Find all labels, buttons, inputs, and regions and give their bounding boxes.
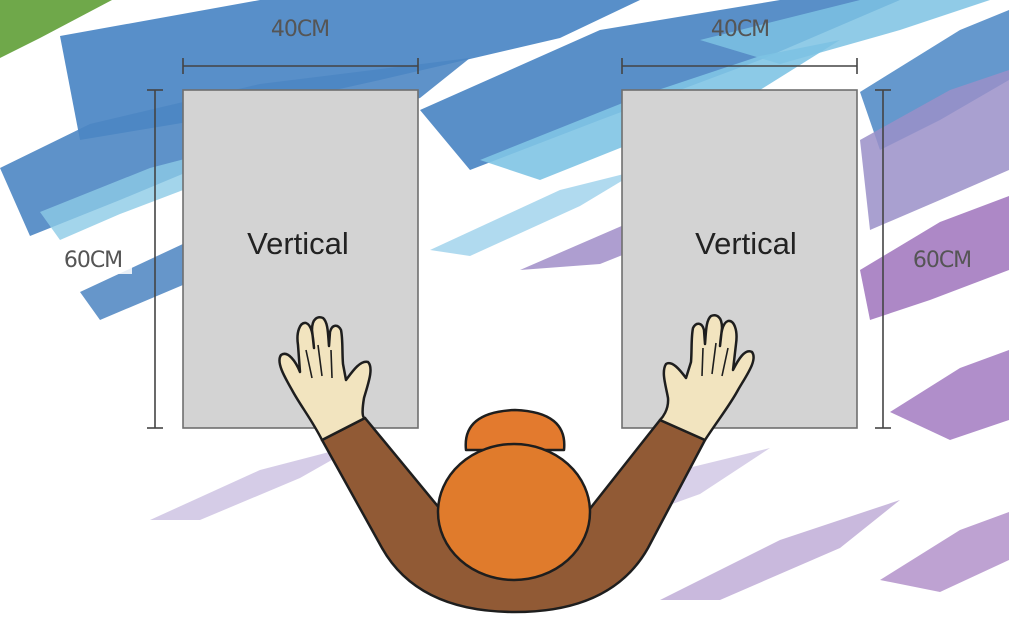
right-width-label: 40CM (711, 17, 769, 42)
hair-bun (464, 408, 566, 452)
brush-stroke-violet-right (860, 196, 1009, 320)
right-panel-label: Vertical (695, 226, 797, 261)
brush-stroke-lightblue-mid (430, 170, 640, 256)
brush-stroke-green (0, 0, 112, 58)
brush-stroke-lavender-low-right (660, 500, 900, 600)
brush-stroke-lavender-low-left (150, 444, 360, 520)
right-hand-creases (701, 342, 729, 377)
brush-stroke-purple-right (860, 70, 1009, 230)
brush-stroke-violet-bottom-right (880, 512, 1009, 592)
right-hand (658, 314, 755, 442)
person-body (320, 416, 707, 614)
left-hand (278, 316, 372, 442)
brush-stroke-lightblue-top (700, 0, 990, 64)
brush-stroke-violet-right-low (890, 350, 1009, 440)
left-hand-creases (305, 344, 333, 379)
left-panel-label: Vertical (247, 226, 349, 261)
brush-stroke-blue-right (860, 10, 1009, 150)
right-height-label: 60CM (913, 248, 971, 273)
left-height-label: 60CM (64, 248, 122, 273)
dimension-lines (147, 58, 891, 429)
left-width-label: 40CM (271, 17, 329, 42)
person-figure (278, 314, 755, 614)
head (436, 442, 592, 582)
left-height-label-backdrop (54, 244, 132, 274)
